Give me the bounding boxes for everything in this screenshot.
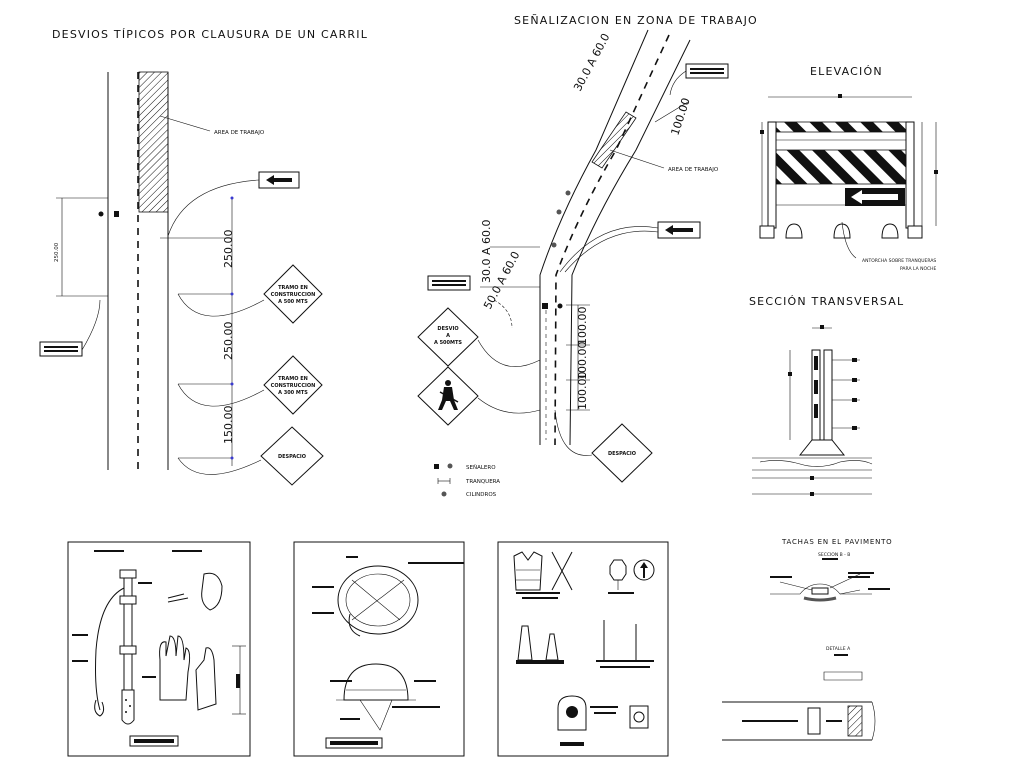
dim-150: 150.00 [222,406,235,445]
elevacion-title: ELEVACIÓN [810,65,883,78]
dim-range-top: 30.0 A 60.0 [571,31,612,93]
arrow-sign-left [167,171,300,237]
dim-100-c: 100.00 [576,372,589,411]
sign-tramo-500: TRAMO EN CONSTRUCCION A 500 MTS [177,264,323,324]
dim-100-b: 100.00 [576,342,589,381]
dim-250-side: 250.00 [54,242,60,262]
antorcha-label: ANTORCHA SOBRE TRANQUERAS [862,258,936,264]
seccion-bb-label: SECCION B - B [818,552,850,558]
label-box-mid-top [669,63,729,96]
sign-tramo-500-l1: TRAMO EN [278,285,308,291]
road-curved: AREA DE TRABAJO [539,29,719,446]
sign-tramo-300-l1: TRAMO EN [278,376,308,382]
detalle-a-label: DETALLE A [826,646,851,652]
dim-range-mid: 30.0 A 60.0 [480,219,493,283]
seccion-title: SECCIÓN TRANSVERSAL [749,295,904,308]
sign-tramo-500-l3: A 500 MTS [278,299,308,305]
sign-desvio-l2: A [446,333,450,339]
para-noche-label: PARA LA NOCHE [900,266,937,272]
legend-senalero: SEÑALERO [466,464,496,471]
dim-100-top: 100.00 [668,96,692,137]
legend-tranquera: TRANQUERA [465,479,500,485]
barrier-section [752,325,873,496]
senalizacion-title: SEÑALIZACION EN ZONA DE TRABAJO [514,14,758,27]
panel-equipment [497,541,669,757]
work-area-hatch [138,71,169,213]
work-area-hatch-mid [591,111,637,169]
label-box-mid-left [427,275,471,291]
tachas-section: SECCION B - B DETALLE A [722,552,890,741]
sign-despacio-mid: DESPACIO [554,409,653,483]
dim-250-b: 250.00 [222,322,235,361]
sign-desvio: DESVIO A A 500MTS [417,307,541,367]
label-box-left [39,299,101,357]
sign-tramo-300: TRAMO EN CONSTRUCCION A 300 MTS [177,355,323,415]
sign-tramo-300-l2: CONSTRUCCION [271,383,316,389]
sign-desvio-l3: A 500MTS [434,340,462,346]
panel-harness [67,541,251,757]
sign-tramo-500-l2: CONSTRUCCION [271,292,316,298]
legend-cilindros: CILINDROS [466,492,497,498]
dim-chain-mid: 100.00 100.00 100.00 [566,304,590,411]
tachas-title: TACHAS EN EL PAVIMENTO [781,538,893,546]
arrow-sign-mid [559,221,701,273]
sign-worker [417,366,541,426]
sign-despacio-mid-text: DESPACIO [608,451,636,457]
sign-despacio-left-text: DESPACIO [278,454,306,460]
sign-desvio-l1: DESVIO [437,326,458,332]
dim-mid-ranges: 30.0 A 60.0 50.0 A 60.0 [480,219,540,329]
barrier-elevation: ANTORCHA SOBRE TRANQUERAS PARA LA NOCHE [759,94,938,272]
worker-icon [445,380,451,386]
area-trabajo-label-mid: AREA DE TRABAJO [668,167,719,173]
sign-tramo-300-l3: A 300 MTS [278,390,308,396]
dim-250-a: 250.00 [222,230,235,269]
tranquera-marks-mid [542,303,563,440]
panel-helmet [293,541,465,757]
sign-despacio-left: DESPACIO [177,426,324,486]
road-left: AREA DE TRABAJO [107,71,265,470]
dim-100-a: 100.00 [576,307,589,346]
dim-side-left: 250.00 [54,197,108,297]
dim-chain-left: 250.00 250.00 150.00 [160,196,235,466]
desvios-title: DESVIOS TÍPICOS POR CLAUSURA DE UN CARRI… [52,28,368,41]
legend-mid: SEÑALERO TRANQUERA CILINDROS [434,463,500,498]
area-trabajo-label-left: AREA DE TRABAJO [214,130,265,136]
